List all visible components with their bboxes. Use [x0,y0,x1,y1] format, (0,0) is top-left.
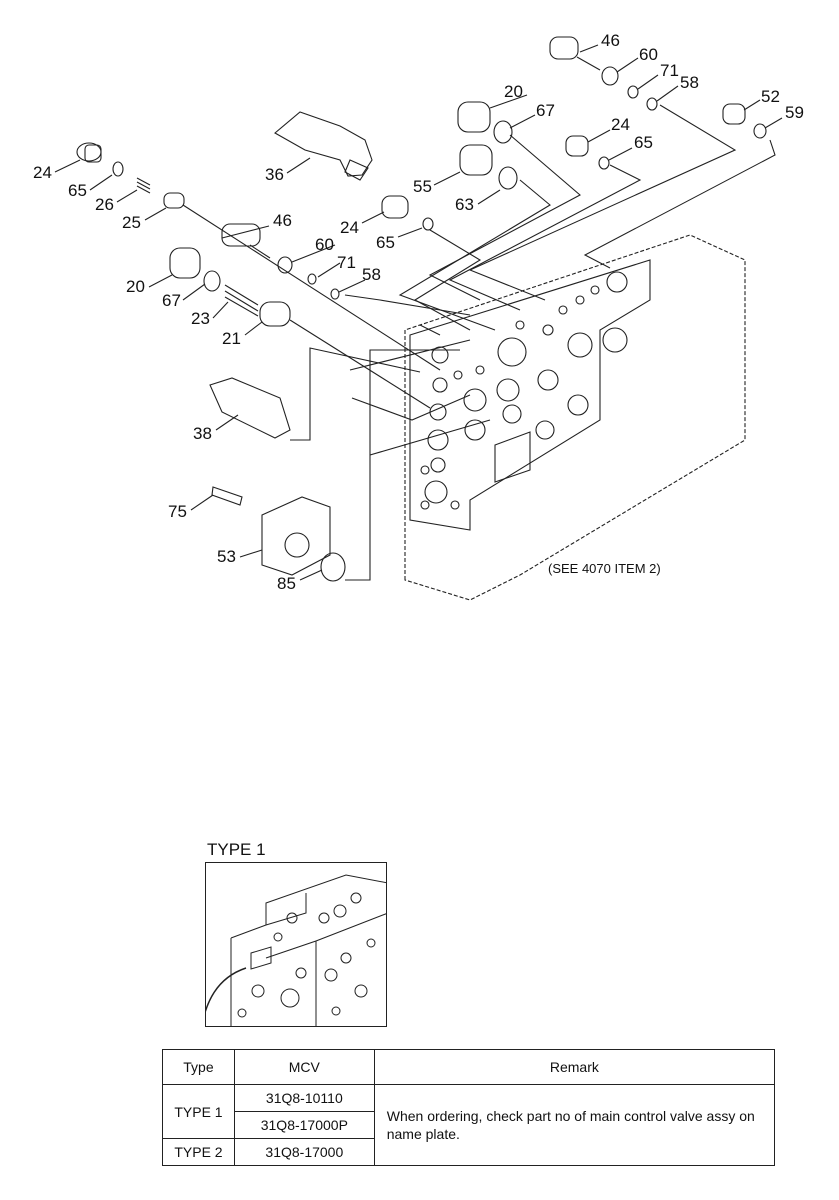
callout-52: 52 [761,87,780,106]
leader-lines [182,104,776,581]
callout-24: 24 [340,218,359,237]
callout-58: 58 [362,265,381,284]
type-1-title: TYPE 1 [207,840,266,859]
mcv-type-table: Type MCV Remark TYPE 1 31Q8-10110 When o… [162,1049,776,1166]
mcv-cell: 31Q8-10110 [233,1084,375,1112]
callout-36: 36 [265,165,284,184]
table-row: TYPE 2 31Q8-17000 [162,1138,775,1166]
callout-65: 65 [634,133,653,152]
see-reference-note: (SEE 4070 ITEM 2) [548,561,661,576]
table-header-row: Type MCV Remark [162,1049,776,1085]
valve-block-outline [404,234,746,601]
callout-55: 55 [413,177,432,196]
header-mcv: MCV [233,1049,375,1085]
block-recess [494,431,531,483]
header-remark: Remark [373,1049,776,1085]
callout-63: 63 [455,195,474,214]
callout-67: 67 [536,101,555,120]
type-1-cell: TYPE 1 [162,1084,235,1139]
type-2-cell: TYPE 2 [162,1138,235,1166]
callout-46: 46 [601,31,620,50]
callout-60: 60 [639,45,658,64]
callout-20: 20 [126,277,145,296]
callout-21: 21 [222,329,241,348]
callout-20: 20 [504,82,523,101]
mcv-cell: 31Q8-17000P [233,1111,375,1139]
callout-60: 60 [315,235,334,254]
callout-59: 59 [785,103,804,122]
callout-25: 25 [122,213,141,232]
callout-46: 46 [273,211,292,230]
header-type: Type [162,1049,235,1085]
callout-labels: 24 65 26 25 36 46 60 71 58 24 65 20 67 2… [33,31,804,593]
callout-leaders [54,44,783,581]
callout-26: 26 [95,195,114,214]
mcv-cell: 31Q8-17000 [233,1138,375,1166]
callout-53: 53 [217,547,236,566]
block-ports [420,271,628,510]
callout-65: 65 [68,181,87,200]
type-1-block-drawing [206,874,386,1026]
callout-71: 71 [660,61,679,80]
remark-cell: When ordering, check part no of main con… [373,1084,776,1166]
type-1-illustration [205,862,387,1027]
callout-24: 24 [611,115,630,134]
callout-75: 75 [168,502,187,521]
callout-71: 71 [337,253,356,272]
callout-38: 38 [193,424,212,443]
callout-58: 58 [680,73,699,92]
callout-65: 65 [376,233,395,252]
part-shapes [76,36,767,582]
callout-24: 24 [33,163,52,182]
valve-block-face [409,259,651,531]
callout-67: 67 [162,291,181,310]
callout-23: 23 [191,309,210,328]
callout-85: 85 [277,574,296,593]
table-row: TYPE 1 31Q8-10110 When ordering, check p… [162,1084,776,1166]
